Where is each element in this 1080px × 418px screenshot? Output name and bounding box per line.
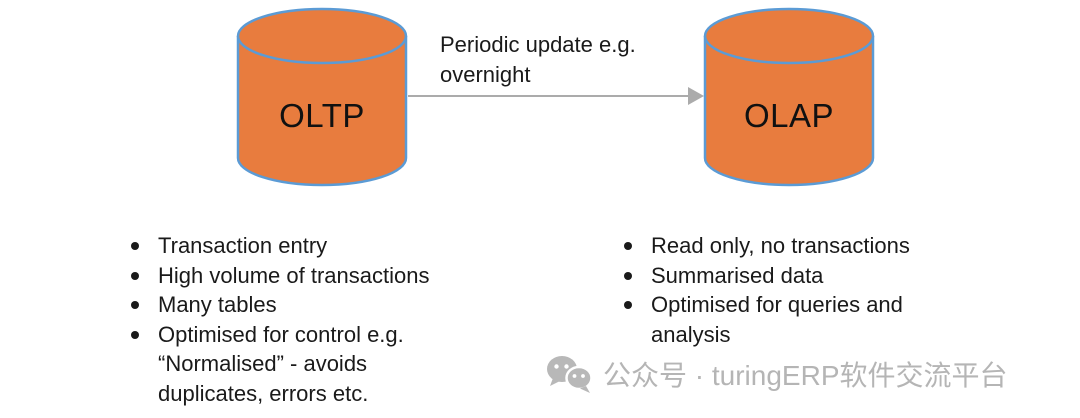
list-item-text: Optimised for queries and analysis (651, 292, 903, 347)
olap-database-shape: OLAP (703, 6, 875, 188)
list-item-text: Read only, no transactions (651, 233, 910, 258)
bullet-icon (131, 271, 139, 280)
bullet-icon (624, 271, 632, 280)
bullet-icon (131, 301, 139, 309)
database-cylinder-icon (236, 7, 408, 187)
wechat-icon (547, 356, 593, 393)
oltp-characteristics-list: Transaction entry High volume of transac… (131, 231, 470, 408)
list-item: Read only, no transactions (624, 231, 953, 261)
list-item-text: Transaction entry (158, 233, 328, 258)
oltp-label: OLTP (279, 97, 365, 134)
connector-arrow-line (408, 95, 690, 97)
olap-label: OLAP (743, 97, 835, 134)
oltp-database-shape: OLTP (236, 6, 408, 188)
connector-arrowhead-icon (688, 87, 704, 105)
list-item-text: Many tables (158, 292, 277, 317)
database-cylinder-icon (703, 7, 875, 187)
watermark: 公众号 · turingERP软件交流平台 (546, 354, 1008, 398)
list-item: High volume of transactions (131, 261, 470, 291)
list-item: Optimised for control e.g. “Normalised” … (131, 320, 470, 409)
list-item: Many tables (131, 290, 470, 320)
list-item-text: Summarised data (651, 262, 824, 288)
list-item: Transaction entry (131, 231, 470, 261)
bullet-icon (131, 242, 139, 250)
olap-characteristics-list: Read only, no transactions Summarised da… (624, 231, 953, 349)
arrow-caption: Periodic update e.g. overnight (440, 32, 636, 87)
watermark-text: 公众号 · turingERP软件交流平台 (603, 360, 1008, 391)
bullet-icon (624, 242, 632, 250)
list-item: Summarised data (624, 261, 953, 291)
bullet-icon (624, 301, 632, 309)
list-item-text: High volume of transactions (158, 262, 430, 288)
list-item: Optimised for queries and analysis (624, 290, 953, 349)
list-item-text: Optimised for control e.g. “Normalised” … (158, 321, 404, 406)
bullet-icon (131, 330, 139, 339)
